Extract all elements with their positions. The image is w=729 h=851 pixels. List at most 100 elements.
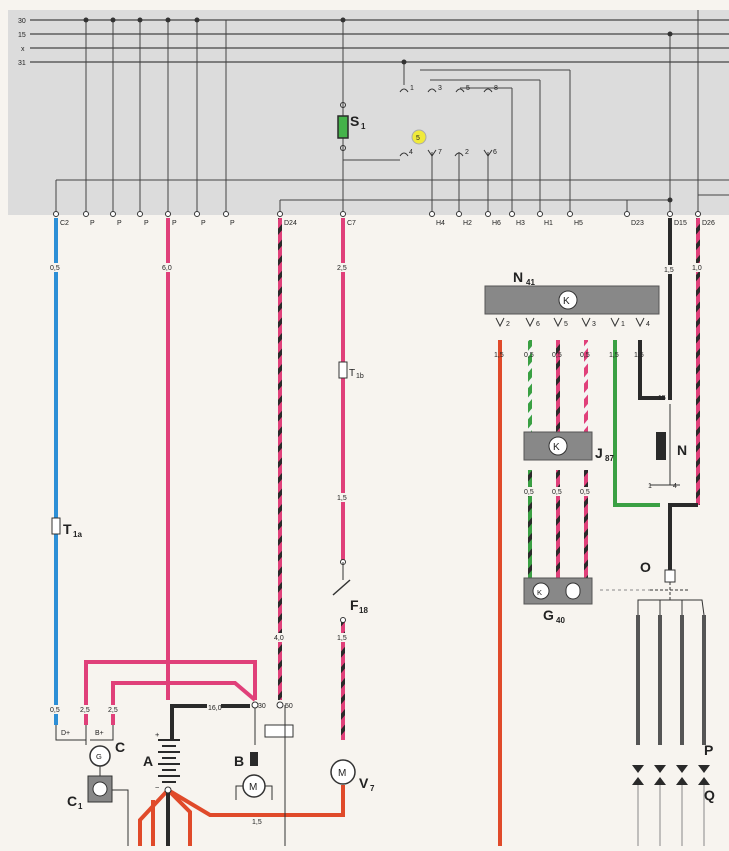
size-label-bg — [49, 263, 63, 272]
regulator-transistor-icon — [92, 781, 108, 797]
wire-alt-loop-inner — [111, 681, 257, 725]
size-label-bg — [251, 817, 265, 826]
spark-plug-base — [637, 785, 705, 846]
j87-wire-size: 0,5 — [552, 489, 562, 496]
n41-pin-connector — [553, 317, 563, 328]
terminal-dot — [110, 211, 116, 217]
bus-label-30: 30 — [18, 18, 26, 25]
terminal-label: D23 — [631, 220, 644, 227]
ignition-coil-n — [656, 432, 666, 460]
n41-wire-size: 1,5 — [494, 352, 504, 359]
wire-size-alt_right: 2,5 — [108, 707, 118, 714]
terminal-dot — [223, 211, 229, 217]
label-g40-sub: 40 — [556, 616, 565, 625]
size-label-bg — [336, 493, 350, 502]
size-label-bg — [551, 487, 565, 496]
terminal-dot — [83, 211, 89, 217]
n41-wire-size: 1,5 — [609, 352, 619, 359]
terminal-dot — [695, 211, 701, 217]
label-n: N — [677, 442, 687, 458]
fuse-top-contact — [340, 102, 346, 108]
terminal-label: P — [117, 220, 122, 227]
wire-size-d24: 4,0 — [274, 635, 284, 642]
connector-t1a — [51, 517, 61, 535]
size-label-bg — [273, 633, 287, 642]
size-label-bg — [691, 263, 705, 272]
n41-wire-size: 0,5 — [580, 352, 590, 359]
wire-n41-pin1 — [613, 340, 660, 507]
fuse-label-sub: 1 — [361, 122, 366, 131]
starter-terminal-50 — [276, 701, 284, 709]
label-t1a-sub: 1a — [73, 530, 82, 539]
n41-pin-connector — [495, 317, 505, 328]
contact-label-7: 7 — [438, 149, 442, 156]
terminal-label: H2 — [463, 220, 472, 227]
n41-pin-connector — [525, 317, 535, 328]
terminal-dot — [485, 211, 491, 217]
wire-size-alt_left: 2,5 — [80, 707, 90, 714]
terminal-dot — [53, 211, 59, 217]
contact-label-2: 2 — [465, 149, 469, 156]
spark-plug-symbols — [632, 765, 710, 785]
label-g40: G — [543, 607, 554, 623]
j87-wire-size: 0,5 — [580, 489, 590, 496]
terminal-label: D26 — [702, 220, 715, 227]
g40-transistor-icon — [532, 582, 550, 600]
terminal-dot — [456, 211, 462, 217]
wire-size-c7_top: 2,5 — [337, 265, 347, 272]
contact-label-3: 3 — [438, 85, 442, 92]
j87-wire-size: 0,5 — [524, 489, 534, 496]
n41-pin-label: 6 — [536, 321, 540, 328]
distributor-o — [664, 569, 676, 583]
label-j87-sub: 87 — [605, 454, 614, 463]
label-c1-sub: 1 — [78, 802, 83, 811]
wire-size-c7_low: 1,5 — [337, 635, 347, 642]
terminal-dot — [137, 211, 143, 217]
label-c: C — [115, 739, 125, 755]
n41-transistor-symbol: K — [563, 296, 570, 307]
starter-label-30: 30 — [258, 703, 266, 710]
relay-position-label: 5 — [416, 135, 420, 142]
alternator-symbol: G — [96, 752, 102, 761]
g40-transistor-symbol: K — [537, 588, 542, 597]
wire-size-blue: 0,5 — [50, 265, 60, 272]
wire-size-bottom: 1,5 — [252, 819, 262, 826]
label-t1b-sub: 1b — [356, 373, 364, 380]
label-f18: F — [350, 597, 359, 613]
terminal-label: P — [172, 220, 177, 227]
n41-pin-label: 2 — [506, 321, 510, 328]
label-n41-sub: 41 — [526, 278, 535, 287]
label-v7-sub: 7 — [370, 784, 375, 793]
fuse-label: S — [350, 113, 359, 129]
terminal-label: H5 — [574, 220, 583, 227]
label-q: Q — [704, 787, 715, 803]
wire-n41-pin4 — [638, 340, 665, 400]
spark-plug-leads — [636, 615, 706, 745]
starter-terminal-30 — [251, 701, 259, 709]
alt-label-b: B+ — [95, 730, 104, 737]
terminal-label: H4 — [436, 220, 445, 227]
contact-label-5: 5 — [466, 85, 470, 92]
terminal-dot — [567, 211, 573, 217]
coil-label-1: 1 — [648, 483, 652, 490]
terminal-dot — [277, 211, 283, 217]
label-b: B — [234, 753, 244, 769]
n41-pin-label: 4 — [646, 321, 650, 328]
terminal-label: P — [201, 220, 206, 227]
battery-plus-sign: + — [155, 730, 160, 739]
n41-pin-label: 5 — [564, 321, 568, 328]
label-o: O — [640, 559, 651, 575]
terminal-label: C7 — [347, 220, 356, 227]
coil-leads — [650, 404, 680, 486]
contact-label-8: 8 — [494, 85, 498, 92]
fuse-bottom-contact — [340, 145, 346, 151]
wire-red-3 — [166, 785, 345, 817]
bus-drops — [55, 10, 729, 212]
distributor-rotor — [650, 582, 690, 600]
label-t1a: T — [63, 521, 72, 537]
battery-negative-terminal — [164, 786, 172, 794]
j87-transistor-symbol: K — [553, 442, 560, 453]
starter-brush — [250, 752, 258, 766]
